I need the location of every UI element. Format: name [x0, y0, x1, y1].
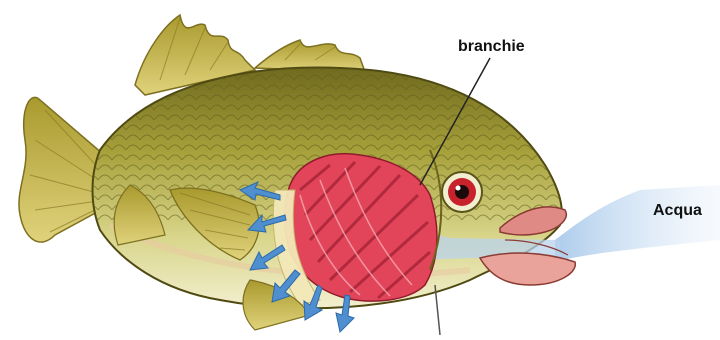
eye: [442, 172, 482, 212]
water-label: Acqua: [653, 202, 702, 220]
gills-label: branchie: [458, 38, 525, 56]
gills: [273, 154, 437, 305]
